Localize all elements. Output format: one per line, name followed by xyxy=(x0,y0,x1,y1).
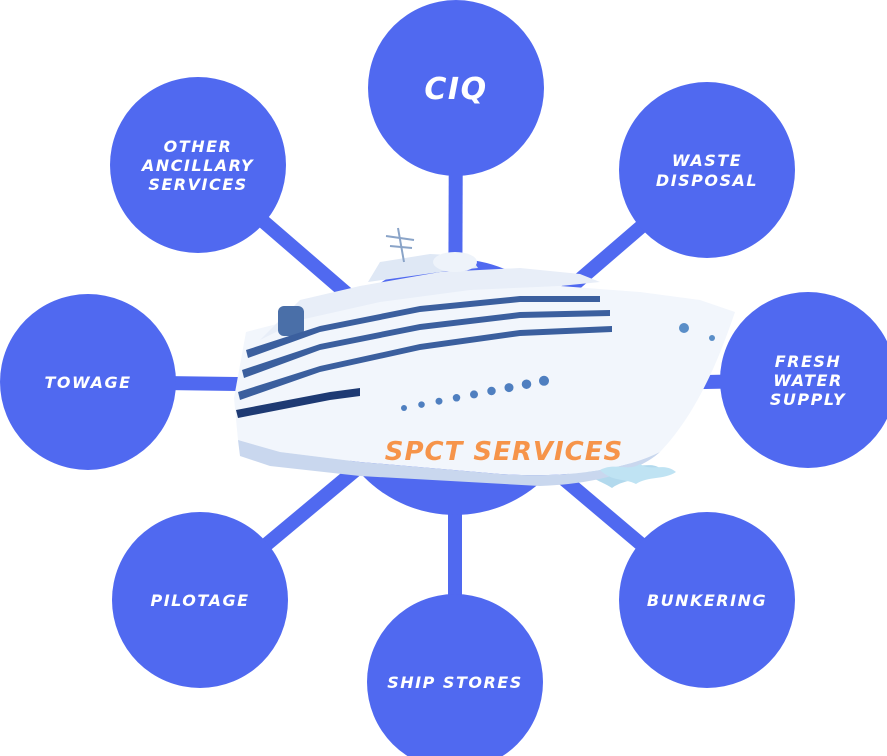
service-circle-pilotage xyxy=(112,512,288,688)
ship-porthole xyxy=(401,405,407,411)
service-node-pilotage: PILOTAGE xyxy=(112,512,288,688)
ship-hull xyxy=(234,286,735,476)
service-label-other-ancillary-services: SERVICES xyxy=(148,175,247,194)
service-label-fresh-water-supply: FRESH xyxy=(775,352,842,371)
service-circle-bunkering xyxy=(619,512,795,688)
service-circle-ciq xyxy=(368,0,544,176)
ship-superstructure xyxy=(260,268,600,340)
service-label-other-ancillary-services: OTHER xyxy=(164,137,233,156)
ship-bow-light xyxy=(709,335,715,341)
service-label-towage: TOWAGE xyxy=(44,373,131,392)
service-label-ship-stores: SHIP STORES xyxy=(387,673,522,692)
service-label-ciq: CIQ xyxy=(424,72,487,107)
ship-bow-light xyxy=(679,323,689,333)
ship-mast xyxy=(385,227,415,263)
service-node-ciq: CIQ xyxy=(368,0,544,176)
service-circle-waste-disposal xyxy=(619,82,795,258)
service-label-waste-disposal: DISPOSAL xyxy=(656,171,758,190)
ship-hull-shadow xyxy=(238,440,660,486)
ship-dome xyxy=(433,252,477,272)
service-label-fresh-water-supply: SUPPLY xyxy=(770,390,846,409)
ship-porthole xyxy=(418,401,425,408)
service-circle-ship-stores xyxy=(367,594,543,756)
cruise-ship-icon xyxy=(234,227,735,488)
ship-porthole xyxy=(452,394,461,402)
ship-tower xyxy=(278,306,304,336)
service-label-fresh-water-supply: WATER xyxy=(773,371,843,390)
ship-porthole xyxy=(504,383,514,393)
service-circle-fresh-water-supply xyxy=(720,292,887,468)
service-circle-other-ancillary-services xyxy=(110,77,286,253)
service-circle-towage xyxy=(0,294,176,470)
service-label-other-ancillary-services: ANCILLARY xyxy=(140,156,254,175)
service-label-pilotage: PILOTAGE xyxy=(150,591,249,610)
ship-porthole xyxy=(521,379,532,389)
ship-porthole xyxy=(539,375,549,386)
service-node-towage: TOWAGE xyxy=(0,294,176,470)
service-label-bunkering: BUNKERING xyxy=(647,591,767,610)
ship-portholes xyxy=(401,375,549,411)
ship-window-bands xyxy=(236,296,612,418)
ship-porthole xyxy=(487,386,496,396)
ship-porthole xyxy=(470,390,478,399)
service-node-bunkering: BUNKERING xyxy=(619,512,795,688)
hub-label: SPCT SERVICES xyxy=(385,437,624,467)
service-label-waste-disposal: WASTE xyxy=(672,151,742,170)
ship-porthole xyxy=(435,397,443,405)
service-node-ship-stores: SHIP STORES xyxy=(367,594,543,756)
ship-bow-wave xyxy=(600,464,676,484)
